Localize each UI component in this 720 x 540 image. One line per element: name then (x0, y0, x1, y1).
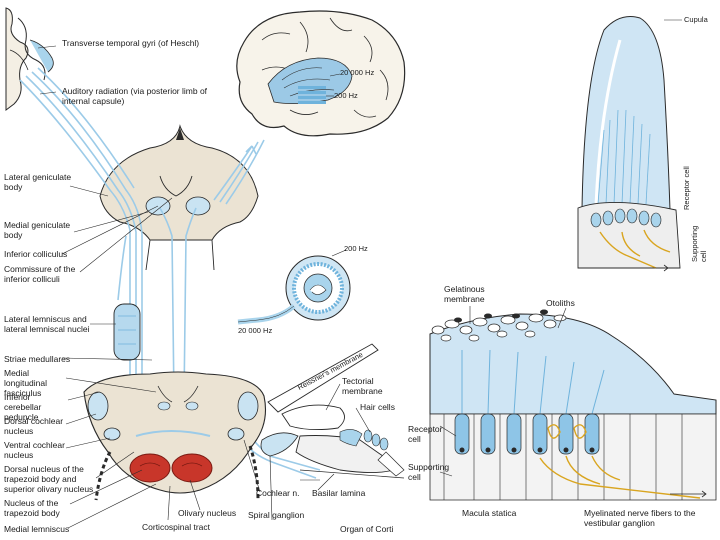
label-supporting-cell-vertical: Supporting cell (690, 225, 708, 262)
label-freq-20000-brain: 20 000 Hz (340, 68, 375, 77)
label-receptor-cell-vertical: Receptor cell (682, 166, 691, 210)
label-lateral-geniculate-body: Lateral geniculate body (4, 172, 72, 192)
heschl-gyri-section (5, 7, 54, 111)
cochlea-spiral (237, 249, 351, 325)
label-spiral-ganglion: Spiral ganglion (248, 510, 305, 520)
label-supporting-cell: Supporting cell (408, 462, 450, 482)
label-lateral-lemniscus: Lateral lemniscus and lateral lemniscal … (4, 314, 90, 334)
label-medial-longitudinal-fasciculus: Medial longitudinal fasciculus (4, 368, 48, 398)
label-dorsal-nucleus-trapezoid: Dorsal nucleus of the trapezoid body and… (4, 464, 94, 494)
label-inferior-cerebellar-peduncle: Inferior cerebellar peduncle (4, 392, 42, 422)
label-basilar-lamina: Basilar lamina (312, 488, 366, 498)
label-olivary-nucleus: Olivary nucleus (178, 508, 237, 518)
label-organ-of-corti: Organ of Corti (340, 524, 394, 534)
label-dorsal-cochlear-nucleus: Dorsal cochlear nucleus (4, 416, 64, 436)
label-auditory-radiation: Auditory radiation (via posterior limb o… (62, 86, 208, 106)
label-cochlear-nerve: Cochlear n. (256, 488, 300, 498)
radiation-arrow (245, 145, 257, 155)
label-receptor-cell: Receptor cell (408, 424, 443, 444)
tonotopic-bands (298, 86, 326, 104)
label-medial-lemniscus: Medial lemniscus (4, 524, 70, 534)
label-hair-cells: Hair cells (360, 402, 395, 412)
label-nucleus-trapezoid: Nucleus of the trapezoid body (4, 498, 60, 518)
macula-statica (429, 309, 717, 501)
label-freq-200-cochlea: 200 Hz (344, 244, 368, 253)
label-ventral-cochlear-nucleus: Ventral cochlear nucleus (4, 440, 65, 460)
label-freq-200-brain: 200 Hz (334, 91, 358, 100)
cupula-crista (577, 16, 682, 272)
label-corticospinal-tract: Corticospinal tract (142, 522, 211, 532)
label-cupula: Cupula (684, 15, 708, 24)
label-myelinated-nerve-fibers: Myelinated nerve fibers to the vestibula… (584, 508, 696, 528)
midbrain-section (99, 124, 259, 271)
label-striae-medullares: Striae medullares (4, 354, 71, 364)
label-freq-20000-cochlea: 20 000 Hz (238, 326, 273, 335)
label-medial-geniculate-body: Medial geniculate body (4, 220, 71, 240)
label-tectorial-membrane: Tectorial membrane (342, 376, 383, 396)
label-otoliths: Otoliths (546, 298, 575, 308)
medulla-section (83, 371, 267, 501)
label-gelatinous-membrane: Gelatinous membrane (444, 284, 485, 304)
leader-lines (37, 45, 567, 529)
organ-of-corti (260, 343, 405, 481)
brain-lateral-view (236, 10, 406, 137)
label-commissure-inferior-colliculi: Commissure of the inferior colliculi (4, 264, 76, 284)
label-macula-statica: Macula statica (462, 508, 517, 518)
lateral-lemniscus (113, 303, 141, 361)
otolith-crystals (431, 313, 567, 342)
label-inferior-colliculus: Inferior colliculus (4, 249, 68, 259)
label-transverse-temporal-gyri: Transverse temporal gyri (of Heschl) (62, 38, 200, 48)
